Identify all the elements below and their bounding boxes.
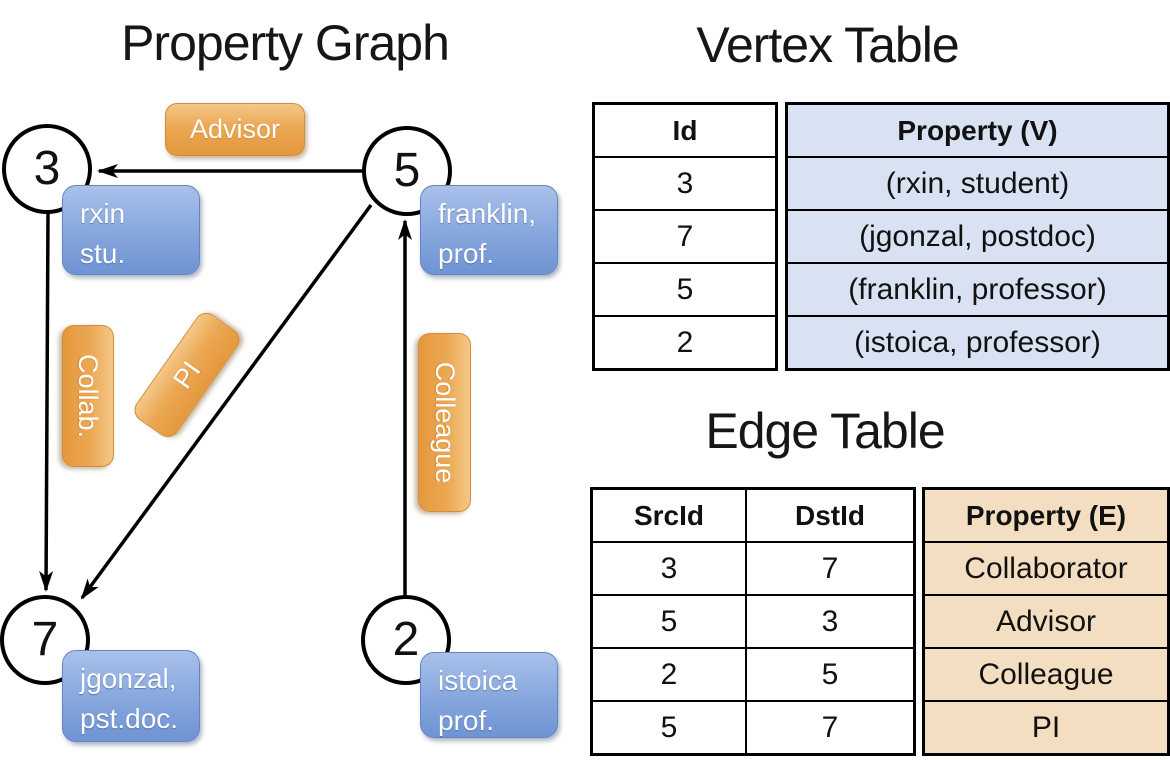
edge-src-cell: 3 — [590, 541, 747, 596]
edge-dst-cell: 5 — [745, 647, 916, 702]
edge-property-cell: Colleague — [922, 647, 1170, 702]
vertex-property-header: Property (V) — [785, 102, 1170, 158]
vertex-table-title: Vertex Table — [696, 17, 959, 73]
vertex-property-box-2: istoica prof. — [420, 652, 558, 738]
edge-collaborator-3-to-7 — [39, 212, 54, 592]
vertex-property-line: franklin, — [438, 198, 537, 229]
edge-table-title: Edge Table — [705, 403, 945, 459]
vertex-id-cell: 5 — [592, 262, 778, 317]
vertex-id-header: Id — [592, 102, 778, 158]
vertex-property-cell: (istoica, professor) — [785, 315, 1170, 371]
node-id: 7 — [31, 612, 59, 666]
edge-src-dst-table: SrcId DstId 3 7 5 3 2 5 5 7 — [590, 487, 916, 756]
graph-node-2: 2 — [361, 595, 451, 685]
graph-edges — [39, 164, 412, 600]
vertex-property-line: jgonzal, — [80, 663, 177, 694]
vertex-property-table: Property (V) (rxin, student) (jgonzal, p… — [785, 102, 1170, 371]
vertex-property-line: pst.doc. — [80, 702, 179, 734]
node-id: 2 — [392, 612, 420, 666]
node-id: 5 — [393, 143, 421, 197]
edge-dst-cell: 7 — [745, 541, 916, 596]
edge-label-advisor: Advisor — [165, 103, 305, 156]
edge-src-cell: 5 — [590, 594, 747, 649]
edge-src-cell: 2 — [590, 647, 747, 702]
edge-property-table: Property (E) Collaborator Advisor Collea… — [922, 487, 1170, 756]
node-id: 3 — [33, 141, 61, 195]
vertex-property-line: stu. — [80, 237, 126, 269]
vertex-id-cell: 2 — [592, 315, 778, 371]
vertex-id-table: Id 3 7 5 2 — [592, 102, 778, 371]
edge-label-collab: Collab. — [62, 325, 114, 467]
edge-dstid-header: DstId — [745, 487, 916, 543]
edge-src-cell: 5 — [590, 700, 747, 756]
edge-property-cell: PI — [922, 700, 1170, 756]
vertex-property-box-5: franklin, prof. — [420, 185, 558, 275]
edge-dst-cell: 7 — [745, 700, 916, 756]
edge-property-cell: Collaborator — [922, 541, 1170, 596]
edge-label-colleague: Colleague — [418, 333, 471, 512]
vertex-id-cell: 3 — [592, 156, 778, 211]
edge-property-cell: Advisor — [922, 594, 1170, 649]
edge-pi-5-to-7 — [80, 203, 373, 600]
vertex-id-cell: 7 — [592, 209, 778, 264]
vertex-property-line: prof. — [438, 237, 495, 269]
vertex-property-box-7: jgonzal, pst.doc. — [62, 650, 200, 742]
vertex-property-box-3: rxin stu. — [62, 185, 200, 275]
vertex-property-cell: (franklin, professor) — [785, 262, 1170, 317]
edge-property-header: Property (E) — [922, 487, 1170, 543]
vertex-property-line: prof. — [438, 704, 495, 736]
graph-node-5: 5 — [362, 126, 452, 216]
vertex-property-line: rxin — [80, 198, 126, 229]
graph-title: Property Graph — [121, 15, 450, 71]
vertex-property-cell: (rxin, student) — [785, 156, 1170, 211]
vertex-property-cell: (jgonzal, postdoc) — [785, 209, 1170, 264]
edge-srcid-header: SrcId — [590, 487, 747, 543]
edge-dst-cell: 3 — [745, 594, 916, 649]
vertex-property-line: istoica — [438, 665, 518, 696]
